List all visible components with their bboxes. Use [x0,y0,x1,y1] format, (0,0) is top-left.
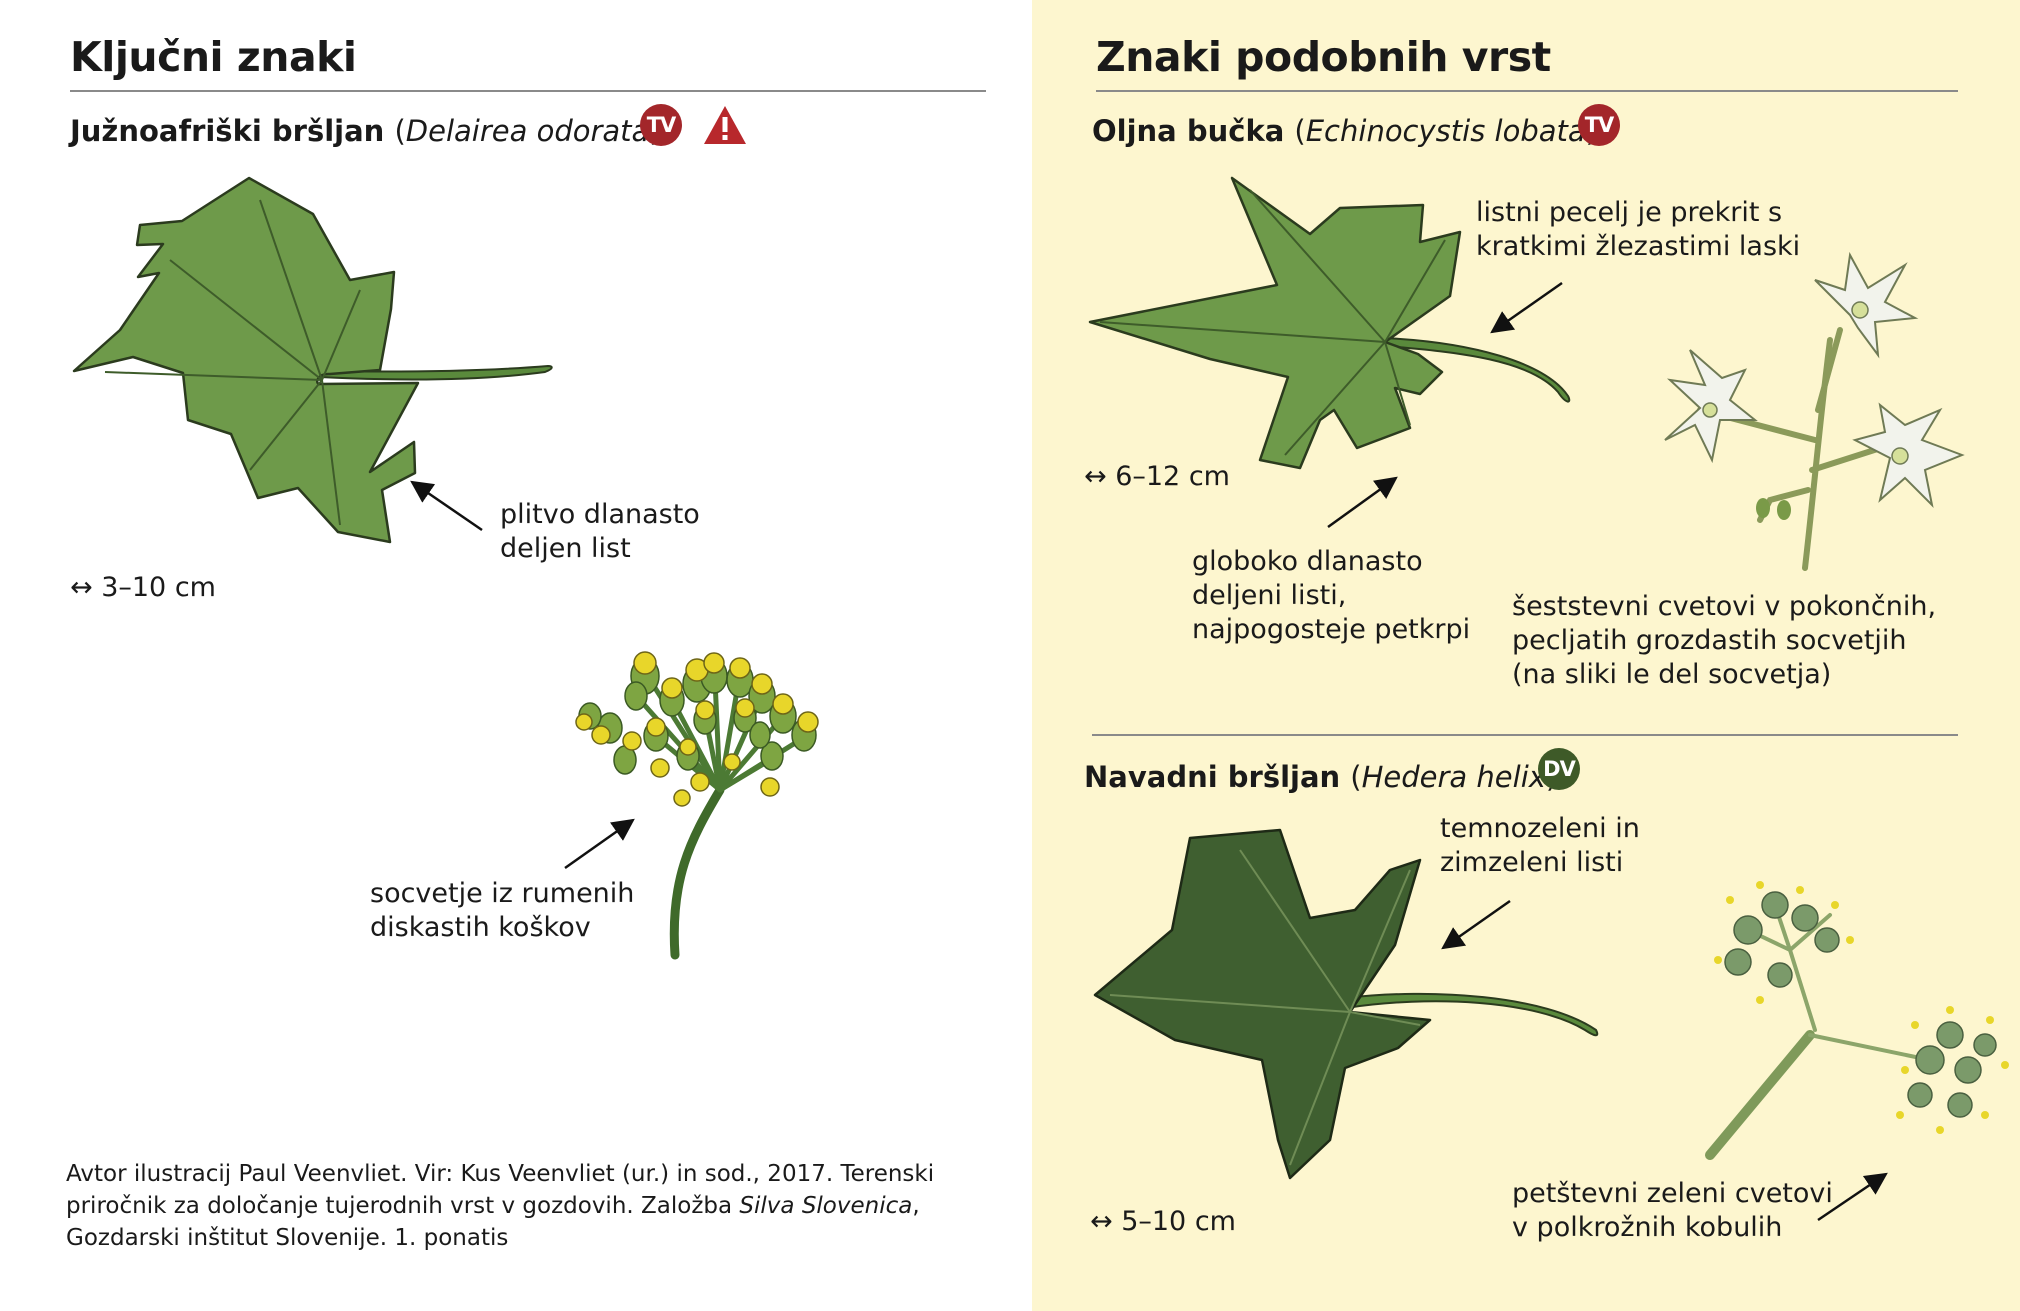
species-title-delairea: Južnoafriški bršljan (Delairea odorata) [70,114,661,148]
right-heading: Znaki podobnih vrst [1096,33,1551,81]
species-common-name: Južnoafriški bršljan [70,114,385,148]
annotation-arrows [410,281,1888,1222]
delairea-inflorescence [575,651,819,960]
echinocystis-leaf [1088,176,1571,470]
left-heading-rule [70,90,986,92]
illustration-credits: Avtor ilustracij Paul Veenvliet. Vir: Ku… [66,1161,935,1251]
echinocystis-size: ↔ 6–12 cm [1084,461,1230,492]
hedera-size: ↔ 5–10 cm [1090,1206,1236,1237]
right-heading-rule [1096,90,1958,92]
section-divider [1092,734,1958,736]
hedera-leaf-label: temnozeleni in zimzeleni listi [1440,813,1640,878]
hedera-flower-label: petštevni zeleni cvetovi v polkrožnih ko… [1512,1178,1833,1243]
echinocystis-flower-label: šeststevni cvetovi v pokončnih, pecljati… [1512,591,1937,690]
delairea-size: ↔ 3–10 cm [70,572,216,603]
delairea-leaf-label: plitvo dlanasto deljen list [500,499,700,564]
tv-badge: TV [640,104,682,146]
delairea-flower-label: socvetje iz rumenih diskastih koškov [370,878,635,943]
species-title-echinocystis: Oljna bučka (Echinocystis lobata) [1092,114,1597,148]
species-title-hedera: Navadni bršljan (Hedera helix) [1084,760,1557,794]
echinocystis-leaf-label: globoko dlanasto deljeni listi, najpogos… [1192,546,1471,645]
warning-triangle-icon [704,106,746,144]
left-heading: Ključni znaki [70,33,357,81]
tv-badge-echinocystis: TV [1578,104,1620,146]
echinocystis-inflorescence [1664,251,1965,571]
echinocystis-stalk-label: listni pecelj je prekrit s kratkimi žlez… [1476,197,1801,262]
delairea-leaf [72,176,553,544]
species-latin-name: Delairea odorata [405,114,650,148]
right-panel-background [1032,0,2020,1311]
dv-badge: DV [1538,748,1580,790]
hedera-leaf [1093,828,1599,1180]
hedera-inflorescence [1705,881,2009,1160]
